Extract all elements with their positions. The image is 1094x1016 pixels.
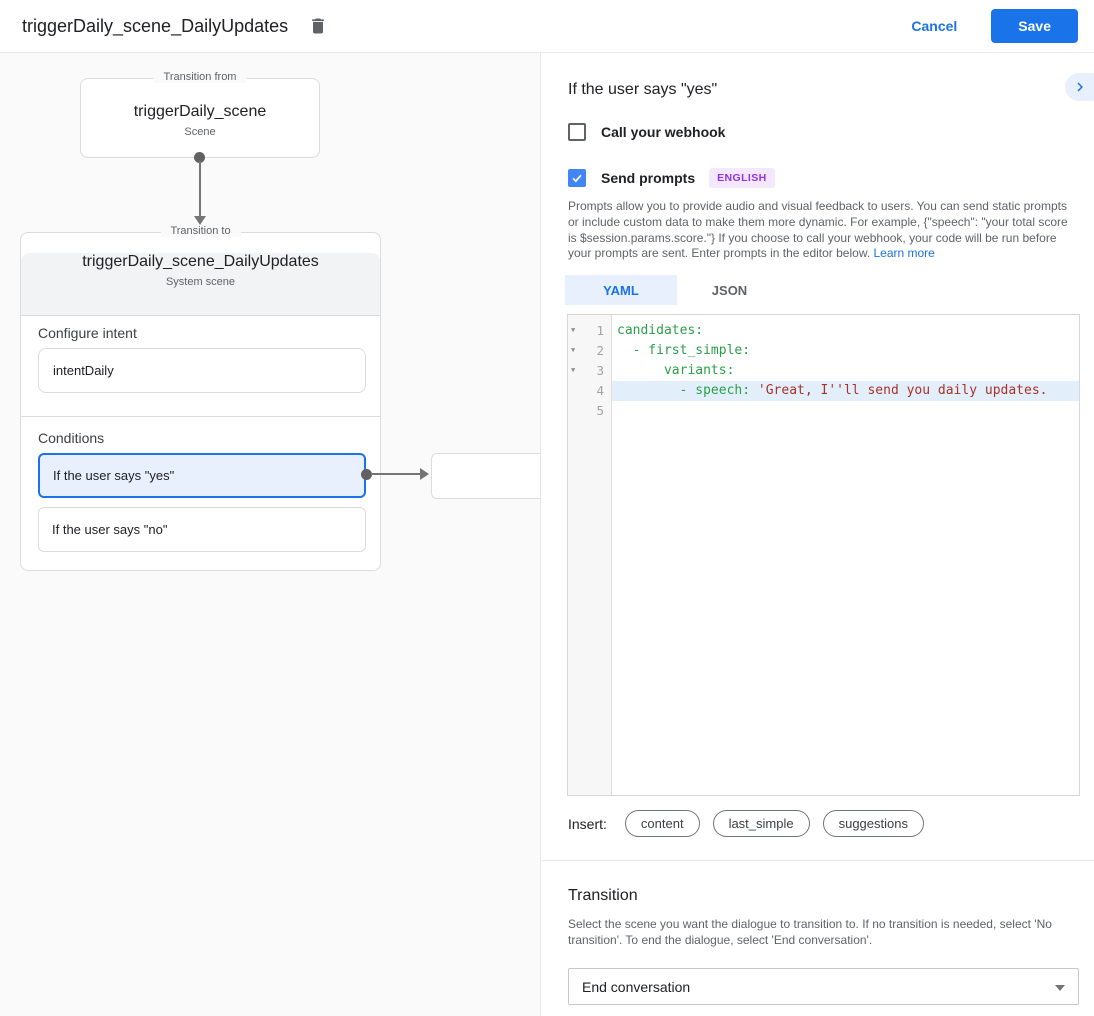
to-scene-name: triggerDaily_scene_DailyUpdates	[82, 253, 319, 270]
editor-format-tabs: YAML JSON	[565, 275, 782, 305]
condition-yes-label: If the user says "yes"	[53, 468, 175, 483]
yaml-key: - speech:	[617, 383, 758, 398]
from-scene-name: triggerDaily_scene	[133, 103, 267, 120]
yaml-string: 'Great, I''ll send you daily updates.	[757, 383, 1048, 398]
yaml-key: - first_simple:	[617, 343, 751, 358]
prompts-checkbox[interactable]	[568, 169, 586, 187]
prompts-label: Send prompts	[601, 170, 696, 186]
transition-from-legend: Transition from	[153, 71, 247, 83]
flow-canvas: Transition from triggerDaily_scene Scene…	[0, 53, 541, 1016]
save-button[interactable]: Save	[991, 9, 1078, 43]
trash-icon	[312, 18, 324, 34]
fold-arrow-icon[interactable]: ▼	[571, 366, 576, 374]
tab-yaml[interactable]: YAML	[565, 275, 677, 305]
transition-select[interactable]: End conversation	[568, 968, 1079, 1005]
editor-code-area[interactable]: candidates: - first_simple: variants: - …	[612, 315, 1079, 795]
delete-button[interactable]	[306, 14, 330, 38]
section-divider	[542, 860, 1094, 861]
condition-no-label: If the user says "no"	[52, 522, 168, 537]
collapse-panel-button[interactable]	[1065, 73, 1094, 101]
transition-description: Select the scene you want the dialogue t…	[568, 917, 1052, 947]
checkmark-icon	[572, 174, 582, 183]
connector-dot	[361, 469, 372, 480]
connector-line-horizontal	[371, 473, 420, 475]
transition-to-legend: Transition to	[160, 225, 241, 237]
intent-card[interactable]: intentDaily	[38, 348, 366, 393]
insert-chip-suggestions[interactable]: suggestions	[822, 810, 924, 837]
yaml-key: candidates:	[617, 323, 704, 338]
prompts-description-text: Prompts allow you to provide audio and v…	[568, 199, 1068, 261]
transition-section-title: Transition	[568, 887, 638, 904]
fold-arrow-icon[interactable]: ▼	[571, 346, 576, 354]
transition-target-node[interactable]	[431, 453, 540, 499]
yaml-code-editor[interactable]: ▼ 1 ▼ 2 ▼ 3 4 5 candidates:	[567, 314, 1080, 796]
line-number: 3	[596, 363, 604, 378]
dropdown-arrow-icon	[1055, 985, 1065, 991]
code-line-active: - speech: 'Great, I''ll send you daily u…	[612, 381, 1079, 401]
to-scene-type: System scene	[165, 276, 236, 288]
line-number: 5	[596, 403, 604, 418]
insert-label: Insert:	[568, 815, 607, 832]
transition-selected-value: End conversation	[582, 978, 691, 995]
webhook-label: Call your webhook	[601, 124, 726, 140]
from-scene-type: Scene	[184, 126, 216, 138]
fold-arrow-icon[interactable]: ▼	[571, 326, 576, 334]
line-number: 4	[596, 383, 604, 398]
editor-gutter: ▼ 1 ▼ 2 ▼ 3 4 5	[568, 315, 612, 795]
arrowhead-down-icon	[194, 216, 206, 225]
prompts-checkbox-row: Send prompts ENGLISH	[568, 168, 775, 188]
insert-chip-last-simple[interactable]: last_simple	[712, 810, 810, 837]
transition-to-node: Transition to triggerDaily_scene_DailyUp…	[20, 225, 381, 571]
transition-from-node[interactable]: Transition from triggerDaily_scene Scene	[80, 71, 320, 158]
arrowhead-right-icon	[420, 468, 429, 480]
node-section-divider	[21, 416, 380, 417]
configure-intent-label: Configure intent	[38, 325, 137, 341]
chevron-right-icon	[1076, 82, 1083, 92]
code-line: variants:	[612, 361, 1079, 381]
connector-dot	[194, 152, 205, 163]
conditions-label: Conditions	[38, 430, 105, 446]
webhook-checkbox-row: Call your webhook	[568, 123, 725, 141]
webhook-checkbox[interactable]	[568, 123, 586, 141]
panel-title: If the user says "yes"	[568, 81, 718, 98]
condition-card-yes[interactable]: If the user says "yes"	[38, 453, 366, 498]
insert-chip-content[interactable]: content	[624, 810, 700, 837]
gutter-line: 4	[568, 381, 611, 401]
connector-line-vertical	[199, 161, 201, 216]
gutter-line: ▼ 2	[568, 341, 611, 361]
tab-json[interactable]: JSON	[711, 282, 748, 298]
header-bar: triggerDaily_scene_DailyUpdates Cancel S…	[0, 0, 1094, 53]
intent-name: intentDaily	[53, 363, 114, 378]
line-number: 1	[596, 323, 604, 338]
condition-detail-panel: If the user says "yes" Call your webhook…	[542, 53, 1094, 1016]
learn-more-link[interactable]: Learn more	[873, 246, 935, 261]
yaml-key: variants:	[617, 363, 735, 378]
code-line	[612, 401, 1079, 421]
gutter-line: 5	[568, 401, 611, 421]
insert-row: Insert: content last_simple suggestions	[568, 810, 924, 837]
cancel-button[interactable]: Cancel	[911, 18, 958, 34]
page-title: triggerDaily_scene_DailyUpdates	[22, 15, 289, 36]
condition-card-no[interactable]: If the user says "no"	[38, 507, 366, 552]
gutter-line: ▼ 1	[568, 321, 611, 341]
code-line: - first_simple:	[612, 341, 1079, 361]
gutter-line: ▼ 3	[568, 361, 611, 381]
code-line: candidates:	[612, 321, 1079, 341]
language-badge: ENGLISH	[709, 168, 775, 188]
prompts-description: Prompts allow you to provide audio and v…	[568, 199, 1078, 262]
line-number: 2	[596, 343, 604, 358]
to-scene-header: triggerDaily_scene_DailyUpdates System s…	[21, 253, 380, 316]
